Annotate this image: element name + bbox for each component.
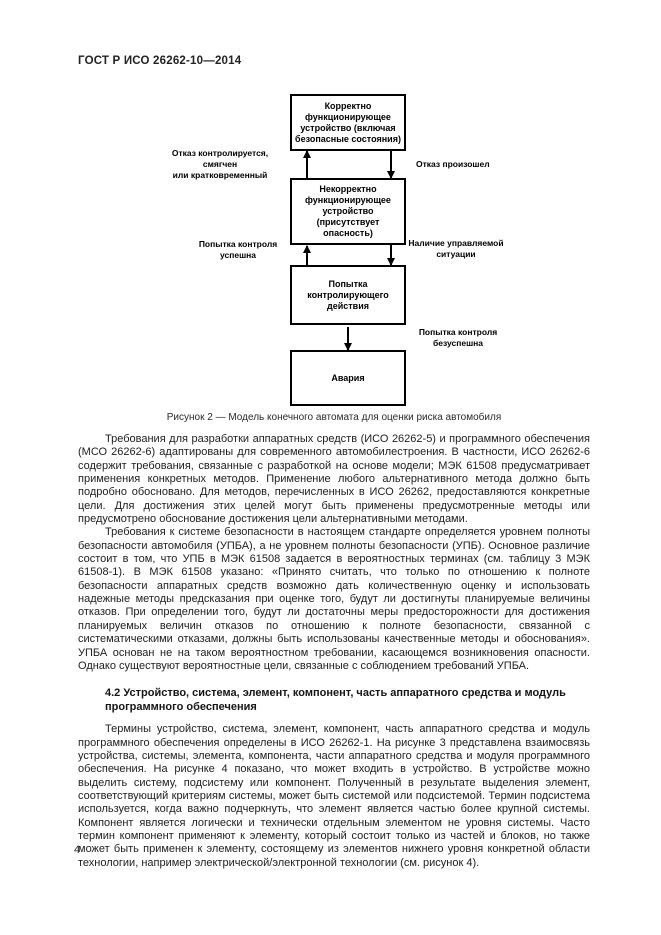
arrow-down-icon (344, 327, 352, 351)
page-number: 4 (74, 844, 81, 856)
document-body: Требования для разработки аппаратных сре… (78, 433, 590, 870)
flowchart-label-fail-controlled: Отказ контролируется, смягчен или кратко… (171, 148, 269, 180)
paragraph: Требования для разработки аппаратных сре… (78, 433, 590, 526)
flowchart-box-accident: Авария (290, 350, 406, 406)
section-heading: 4.2 Устройство, система, элемент, компон… (105, 687, 566, 714)
paragraph: Требования к системе безопасности в наст… (78, 526, 590, 672)
arrow-up-icon (303, 245, 311, 265)
flowchart-box-correct-device: Корректно функционирующее устройство (вк… (290, 94, 406, 151)
flowchart-label-fail-occurred: Отказ произошел (416, 159, 490, 169)
flowchart-label-controlled-situation: Наличие управляемой ситуации (408, 238, 504, 259)
flowchart-label-control-success: Попытка контроля успешна (198, 239, 278, 260)
flowchart-box-control-attempt: Попытка контролирующего действия (290, 265, 406, 325)
figure-caption: Рисунок 2 — Модель конечного автомата дл… (166, 412, 502, 423)
paragraph: Термины устройство, система, элемент, ко… (78, 723, 590, 869)
flowchart-label-control-failed: Попытка контроля безуспешна (418, 327, 498, 348)
arrow-up-icon (303, 150, 311, 178)
arrow-down-icon (387, 150, 395, 179)
arrow-down-icon (387, 245, 395, 266)
document-header: ГОСТ Р ИСО 26262-10—2014 (78, 55, 242, 67)
flowchart-box-incorrect-device: Некорректно функционирующее устройство (… (290, 178, 406, 245)
